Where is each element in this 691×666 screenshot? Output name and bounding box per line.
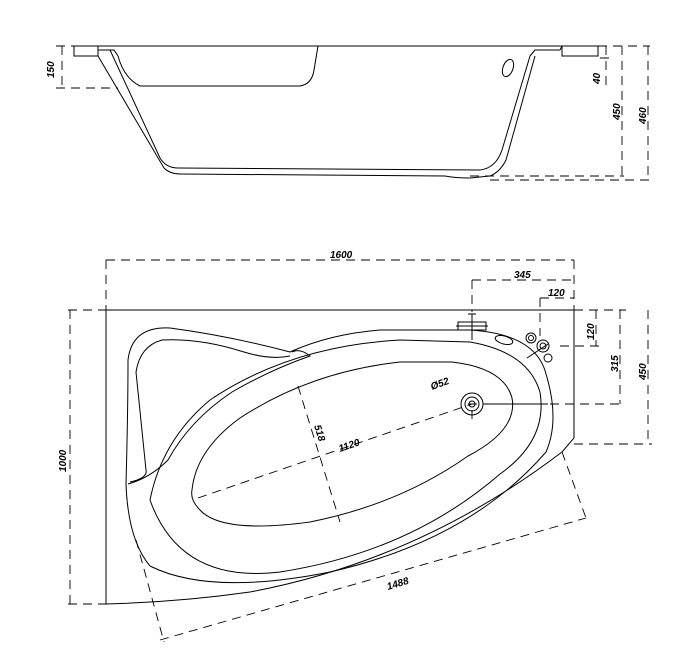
grab-handle xyxy=(494,334,514,346)
dim-inner-height-label: 450 xyxy=(612,103,623,121)
dim-drain-diameter-label: Ø52 xyxy=(429,376,451,393)
top-inner-basin xyxy=(149,339,542,574)
dim-rim-height-label: 150 xyxy=(46,61,57,78)
tap-fixture xyxy=(456,313,488,340)
dim-depth-label: 1000 xyxy=(58,449,69,472)
side-dim-lines xyxy=(56,45,652,181)
dim-overflow-y-label: 120 xyxy=(586,323,597,340)
dim-tap-offset-label: 345 xyxy=(514,270,531,281)
dim-inner-length-label: 1120 xyxy=(337,437,361,455)
side-overflow-hole xyxy=(501,58,515,78)
side-rim xyxy=(73,45,599,57)
dim-total-height-label: 460 xyxy=(638,107,649,125)
top-backrest xyxy=(127,339,312,485)
dim-diagonal-label: 1488 xyxy=(386,576,411,593)
dim-drain-y-label: 315 xyxy=(610,355,621,372)
side-backrest xyxy=(117,45,319,87)
side-inner-shell xyxy=(109,49,531,171)
dim-right-depth-label: 450 xyxy=(638,363,649,381)
side-view: 150 40 450 460 xyxy=(46,45,652,181)
top-outer-outline xyxy=(105,309,575,605)
side-outer-shell xyxy=(97,55,536,179)
top-dim-lines xyxy=(68,259,652,605)
dim-overflow-label: 40 xyxy=(592,72,603,85)
dim-overflow-x-label: 120 xyxy=(548,288,565,299)
inner-dim-lines xyxy=(135,385,587,643)
side-left-lip xyxy=(98,49,119,57)
top-rim-outline xyxy=(125,327,554,584)
overflow-controls xyxy=(525,332,553,363)
dim-width-label: 1600 xyxy=(330,250,353,261)
top-basin-floor xyxy=(191,361,514,527)
dim-inner-width-label: 518 xyxy=(311,424,327,444)
side-right-lip xyxy=(529,45,563,57)
top-view: 1600 345 120 1000 120 315 450 Ø52 1120 5… xyxy=(58,250,652,643)
